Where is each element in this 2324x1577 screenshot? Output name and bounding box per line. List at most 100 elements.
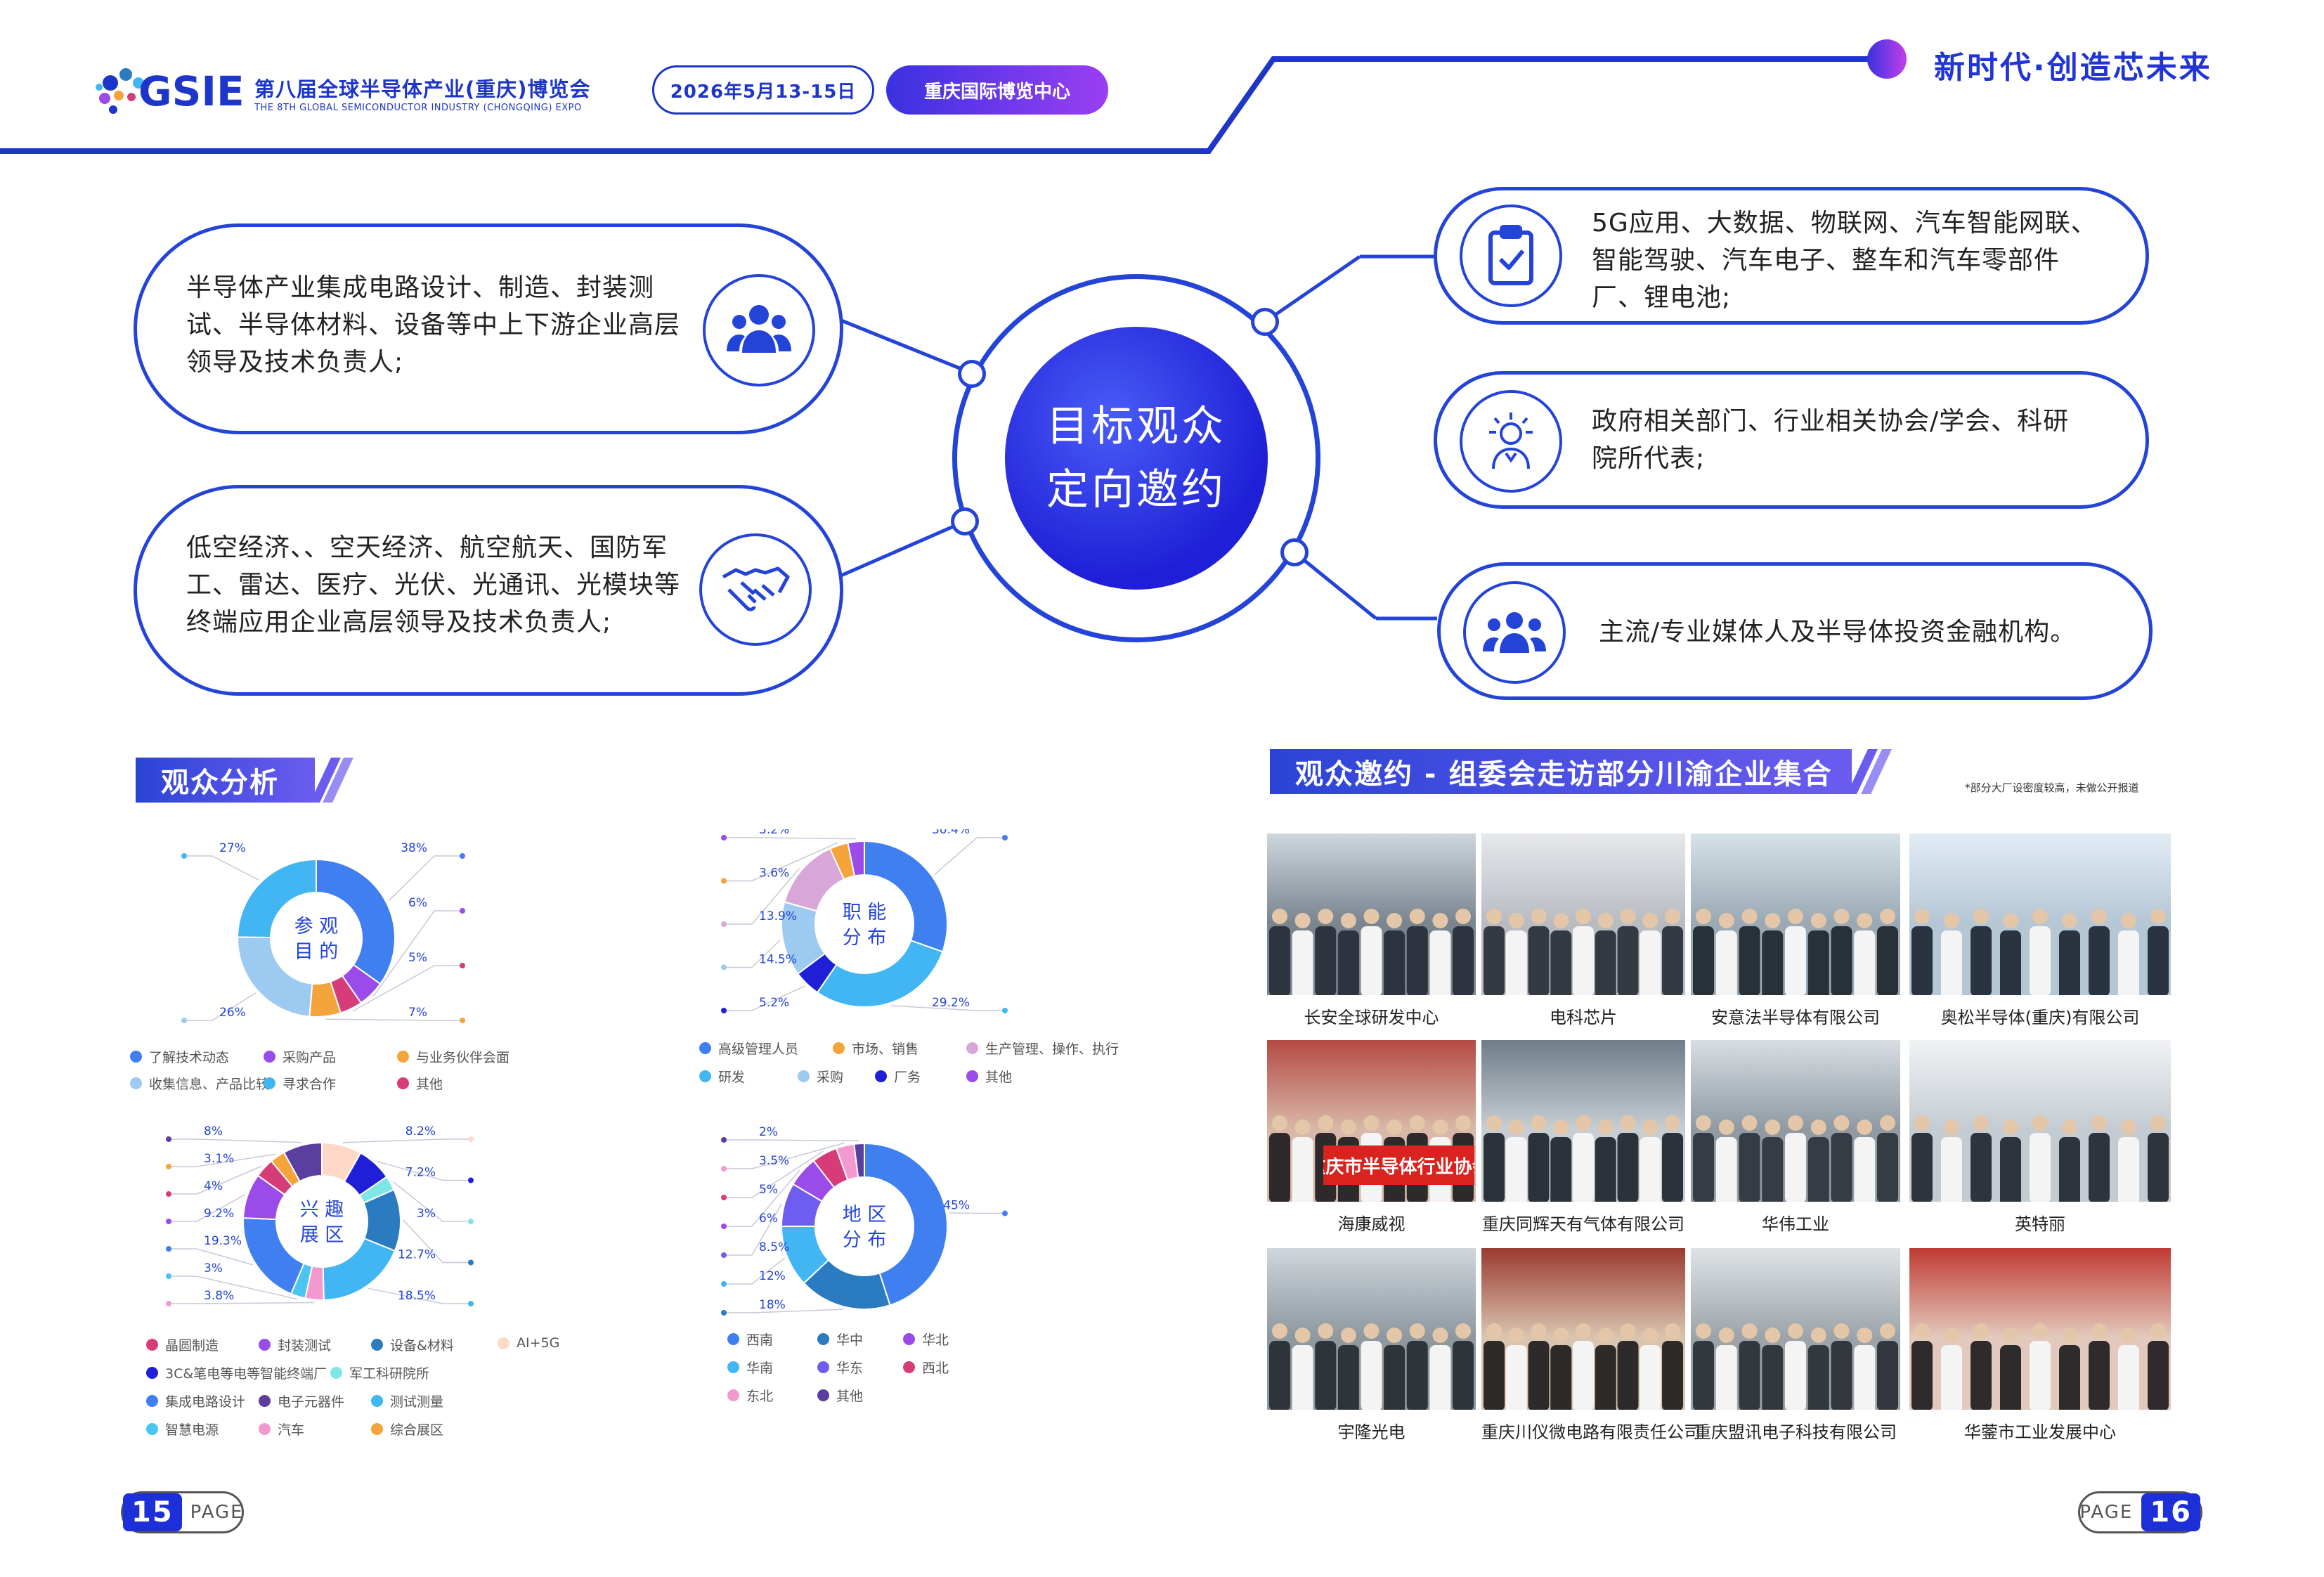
chart-center-label: 分 布 (843, 927, 887, 949)
legend-item: 高级管理人员 (699, 1039, 798, 1058)
leader-line (724, 1257, 786, 1285)
legend-label: 智慧电源 (165, 1422, 219, 1438)
connector-dot (1280, 538, 1309, 566)
chart-center-label: 分 布 (843, 1229, 887, 1251)
header-line (0, 39, 1907, 154)
leader-line (890, 1005, 1005, 1011)
legend-swatch (817, 1389, 829, 1401)
leader-dot (721, 1252, 727, 1258)
leader-dot (166, 1191, 171, 1197)
visit-photo (1267, 833, 1476, 995)
donut-slice (816, 940, 944, 1008)
photo-caption: 海康威视 (1337, 1214, 1406, 1234)
data-label: 13.9% (759, 909, 797, 923)
people-silhouettes (1911, 1115, 2169, 1202)
people-silhouettes (1693, 1115, 1898, 1202)
leader-line (403, 1219, 471, 1264)
connector-dot (1251, 308, 1279, 336)
analysis-title-text: 观众分析 (161, 767, 279, 799)
people-silhouettes (1693, 909, 1898, 995)
legend-swatch (727, 1361, 739, 1373)
leader-line (949, 1212, 1005, 1214)
data-label: 38% (401, 841, 427, 855)
center-line-2: 定向邀约 (1046, 465, 1226, 514)
legend-label: 与业务伙伴会面 (416, 1050, 510, 1065)
leader-line (169, 1165, 263, 1195)
leader-line (724, 868, 800, 925)
line: 工、雷达、医疗、光伏、光通讯、光模块等 (186, 571, 681, 599)
leader-line (724, 985, 805, 1011)
line: 终端应用企业高层领导及技术负责人; (186, 608, 612, 637)
legend-label: 厂务 (894, 1070, 921, 1085)
leader-dot (181, 853, 187, 859)
data-label: 3.2% (759, 829, 789, 837)
line: 5G应用、大数据、物联网、汽车智能网联、 (1592, 209, 2097, 238)
legend-item: 3C&笔电等电等智能终端厂 (146, 1363, 327, 1382)
leader-line (724, 1203, 782, 1256)
leader-line (372, 910, 462, 997)
data-label: 30.4% (932, 829, 970, 837)
chart-center-label: 地 区 (843, 1204, 887, 1226)
data-label: 26% (219, 1006, 246, 1020)
center-core: 目标观众 定向邀约 (1005, 327, 1268, 590)
leader-line (169, 1276, 298, 1300)
legend-swatch (330, 1367, 342, 1379)
photo-caption: 重庆同辉天有气体有限公司 (1482, 1214, 1684, 1234)
data-label: 8% (204, 1124, 223, 1138)
legend-swatch (727, 1389, 739, 1401)
data-label: 7% (408, 1006, 427, 1020)
legend-item: 军工科研院所 (330, 1363, 429, 1382)
page-number-right-value: 16 (2141, 1493, 2200, 1531)
photo-caption: 华伟工业 (1762, 1214, 1829, 1234)
data-label: 3% (417, 1207, 436, 1221)
legend-label: 采购产品 (283, 1050, 337, 1065)
legend-label: 东北 (746, 1389, 774, 1404)
people-silhouettes (1693, 1323, 1898, 1410)
legend-swatch (264, 1051, 275, 1063)
legend-label: 生产管理、操作、执行 (985, 1041, 1119, 1057)
visit-photo: 重庆市半导体行业协会 (1267, 1040, 1476, 1202)
people-silhouettes (1484, 1323, 1683, 1410)
legend-label: 设备&材料 (390, 1338, 454, 1354)
audience-diagram: 半导体产业集成电路设计、制造、封装测 试、半导体材料、设备等中上下游企业高层 领… (0, 176, 2324, 710)
legend-swatch (371, 1395, 383, 1407)
legend-label: 测试测量 (390, 1394, 444, 1410)
donut-slice (853, 1142, 865, 1179)
date-pill: 2026年5月13-15日 (652, 65, 874, 115)
legend-label: 市场、销售 (852, 1041, 919, 1057)
legend-item: 测试测量 (371, 1391, 443, 1410)
expo-title-cn: 第八届全球半导体产业(重庆)博览会 (254, 77, 591, 101)
legend-swatch (130, 1051, 142, 1063)
connector-dot (951, 507, 979, 536)
legend-label: 封装测试 (278, 1338, 332, 1354)
legend-item: 智慧电源 (146, 1420, 219, 1439)
leader-line (724, 1150, 824, 1198)
data-label: 5.2% (759, 996, 789, 1010)
legend-item: 与业务伙伴会面 (397, 1047, 509, 1066)
legend-item: 综合展区 (371, 1420, 443, 1439)
chart-center-label: 目 的 (294, 941, 339, 963)
legend-label: 华北 (922, 1332, 949, 1348)
leader-line (724, 1142, 845, 1169)
photo-caption: 长安全球研发中心 (1304, 1008, 1439, 1027)
data-label: 3.1% (204, 1152, 234, 1166)
legend-swatch (146, 1339, 158, 1351)
data-label: 9.2% (204, 1207, 234, 1221)
leader-line (934, 837, 1005, 876)
handshake-icon (699, 533, 812, 646)
legend-swatch (966, 1042, 978, 1054)
audience-box-2: 低空经济、、空天经济、航空航天、国防军 工、雷达、医疗、光伏、光通讯、光模块等 … (134, 485, 843, 696)
leader-dot (721, 1281, 727, 1287)
logo-text: GSIE (138, 67, 245, 115)
legend-item: 生产管理、操作、执行 (966, 1039, 1119, 1058)
legend-swatch (146, 1423, 158, 1435)
center-line-1: 目标观众 (1046, 402, 1226, 451)
line: 半导体产业集成电路设计、制造、封装测 (186, 273, 655, 302)
leader-dot (721, 921, 727, 927)
visit-photo (1691, 1248, 1900, 1410)
leader-line (169, 1248, 254, 1266)
legend-label: 西南 (746, 1332, 774, 1348)
chart-center-label: 参 观 (294, 916, 339, 937)
data-label: 14.5% (759, 953, 797, 967)
line: 智能驾驶、汽车电子、整车和汽车零部件 (1592, 246, 2060, 275)
